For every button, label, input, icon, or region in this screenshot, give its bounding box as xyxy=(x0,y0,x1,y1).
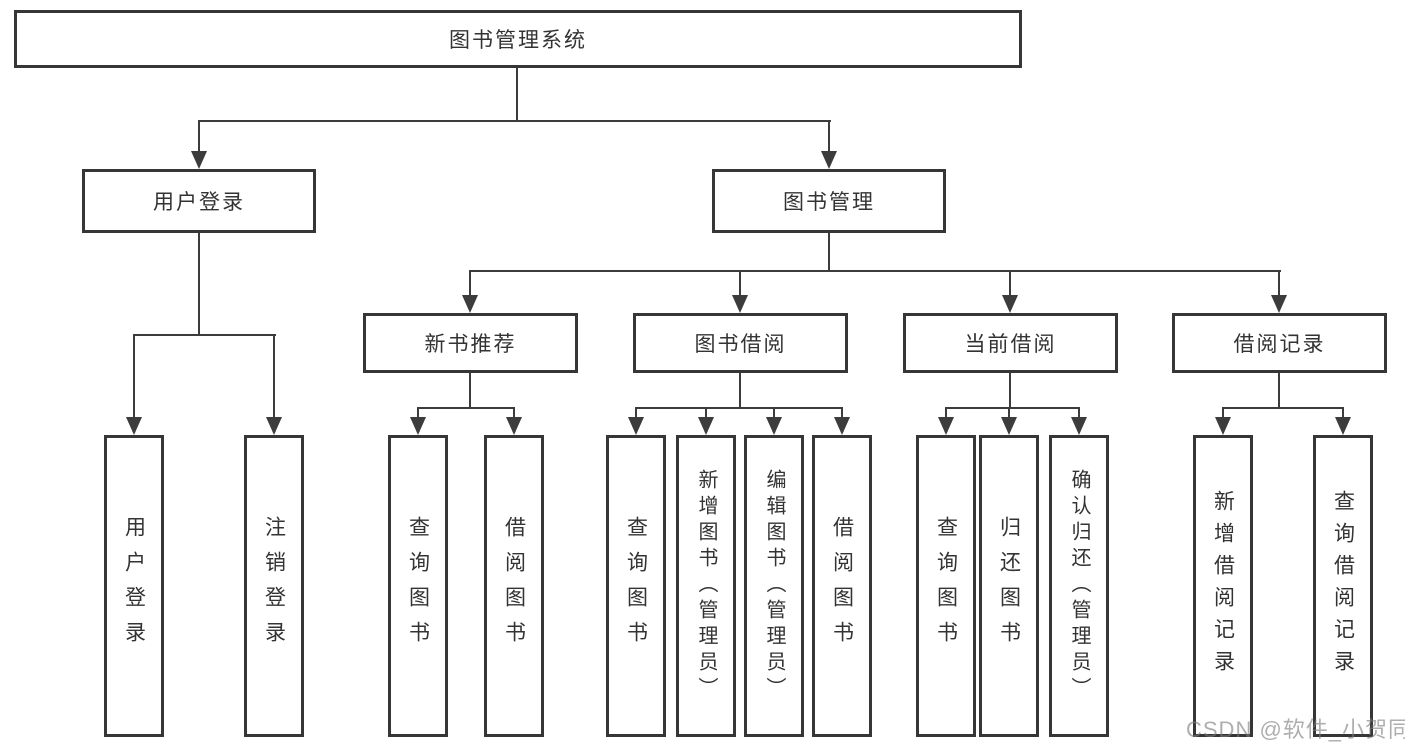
leaf-current-query-books: 查询图书 xyxy=(916,435,976,737)
leaf-borrowing-edit-books-admin: 编辑图书（管理员） xyxy=(744,435,804,737)
leaf-borrowing-edit-books-admin-label: 编辑图书（管理员） xyxy=(763,469,785,703)
arrow-down-to-leaf-logout xyxy=(266,417,282,435)
leaf-borrowing-query-books-label: 查询图书 xyxy=(624,516,648,656)
arrow-down-to-recommend-query-books xyxy=(410,417,426,435)
connector-current-leaf1-stem xyxy=(945,407,947,417)
arrow-down-to-current-confirm-return xyxy=(1071,417,1087,435)
arrow-down-to-current-borrowing xyxy=(1002,295,1018,313)
leaf-recommend-borrow-books: 借阅图书 xyxy=(484,435,544,737)
connector-borrowing-leaf1-stem xyxy=(635,407,637,417)
arrow-down-to-current-query-books xyxy=(938,417,954,435)
leaf-current-confirm-return-admin-label: 确认归还（管理员） xyxy=(1068,469,1090,703)
leaf-records-query-record: 查询借阅记录 xyxy=(1313,435,1373,737)
leaf-borrowing-add-books-admin: 新增图书（管理员） xyxy=(676,435,736,737)
leaf-records-add-record: 新增借阅记录 xyxy=(1193,435,1253,737)
leaf-records-query-record-label: 查询借阅记录 xyxy=(1331,490,1355,682)
arrow-down-to-book-management xyxy=(821,151,837,169)
leaf-current-return-books: 归还图书 xyxy=(979,435,1039,737)
arrow-down-to-recommend-borrow-books xyxy=(506,417,522,435)
arrow-down-to-borrowing-borrow-books xyxy=(834,417,850,435)
connector-records-leaf1-stem xyxy=(1222,407,1224,417)
leaf-logout: 注销登录 xyxy=(244,435,304,737)
connector-user-hline xyxy=(133,334,276,336)
node-borrowing-records: 借阅记录 xyxy=(1172,313,1387,373)
connector-records-stub xyxy=(1278,373,1280,408)
connector-root-stub xyxy=(516,68,518,122)
connector-user-leaf1-stem xyxy=(133,334,135,417)
arrow-down-to-borrowing-add-books xyxy=(698,417,714,435)
connector-recommend-leaf1-stem xyxy=(417,407,419,417)
node-book-management: 图书管理 xyxy=(712,169,946,233)
connector-book-stub xyxy=(828,233,830,272)
arrow-down-to-borrowing-query-books xyxy=(628,417,644,435)
connector-records-hline xyxy=(1222,407,1343,409)
connector-current-stub xyxy=(1009,373,1011,408)
connector-records-leaf2-stem xyxy=(1342,407,1344,417)
connector-root-to-book-stem xyxy=(828,120,830,151)
connector-recommend-hline xyxy=(417,407,515,409)
connector-current-leaf3-stem xyxy=(1078,407,1080,417)
connector-root-hline xyxy=(198,120,831,122)
arrow-down-to-new-book-recommend xyxy=(462,295,478,313)
connector-current-leaf2-stem xyxy=(1008,407,1010,417)
leaf-user-login: 用户登录 xyxy=(104,435,164,737)
leaf-current-return-books-label: 归还图书 xyxy=(997,516,1021,656)
arrow-down-to-current-return-books xyxy=(1001,417,1017,435)
connector-current-hline xyxy=(945,407,1080,409)
connector-recommend-leaf2-stem xyxy=(513,407,515,417)
connector-book-hline xyxy=(469,270,1281,272)
connector-borrowing-stub xyxy=(739,373,741,408)
leaf-logout-label: 注销登录 xyxy=(262,516,286,656)
arrow-down-to-borrowing-records xyxy=(1271,295,1287,313)
node-current-borrowing: 当前借阅 xyxy=(903,313,1118,373)
connector-book-to-borrowing-stem xyxy=(739,270,741,295)
csdn-watermark: CSDN @软件_小贺同学 xyxy=(1186,717,1405,742)
leaf-recommend-borrow-books-label: 借阅图书 xyxy=(502,516,526,656)
leaf-recommend-query-books-label: 查询图书 xyxy=(406,516,430,656)
leaf-current-confirm-return-admin: 确认归还（管理员） xyxy=(1049,435,1109,737)
connector-borrowing-leaf2-stem xyxy=(705,407,707,417)
arrow-down-to-records-add-record xyxy=(1215,417,1231,435)
node-new-book-recommend: 新书推荐 xyxy=(363,313,578,373)
leaf-borrowing-query-books: 查询图书 xyxy=(606,435,666,737)
connector-book-to-recommend-stem xyxy=(469,270,471,295)
connector-borrowing-hline xyxy=(635,407,843,409)
connector-borrowing-leaf3-stem xyxy=(773,407,775,417)
leaf-recommend-query-books: 查询图书 xyxy=(388,435,448,737)
arrow-down-to-records-query-record xyxy=(1335,417,1351,435)
leaf-borrowing-add-books-admin-label: 新增图书（管理员） xyxy=(695,469,717,703)
leaf-current-query-books-label: 查询图书 xyxy=(934,516,958,656)
arrow-down-to-borrowing-edit-books xyxy=(766,417,782,435)
leaf-borrowing-borrow-books-label: 借阅图书 xyxy=(830,516,854,656)
connector-book-to-records-stem xyxy=(1278,270,1280,295)
node-library-management-system: 图书管理系统 xyxy=(14,10,1022,68)
leaf-user-login-label: 用户登录 xyxy=(122,516,146,656)
node-user-login: 用户登录 xyxy=(82,169,316,233)
connector-root-to-user-stem xyxy=(198,120,200,151)
leaf-records-add-record-label: 新增借阅记录 xyxy=(1211,490,1235,682)
node-book-borrowing: 图书借阅 xyxy=(633,313,848,373)
arrow-down-to-leaf-user-login xyxy=(126,417,142,435)
connector-user-leaf2-stem xyxy=(273,334,275,417)
connector-book-to-current-stem xyxy=(1009,270,1011,295)
connector-borrowing-leaf4-stem xyxy=(841,407,843,417)
arrow-down-to-book-borrowing xyxy=(732,295,748,313)
arrow-down-to-user-login xyxy=(191,151,207,169)
connector-recommend-stub xyxy=(469,373,471,408)
leaf-borrowing-borrow-books: 借阅图书 xyxy=(812,435,872,737)
connector-user-stub xyxy=(198,233,200,335)
